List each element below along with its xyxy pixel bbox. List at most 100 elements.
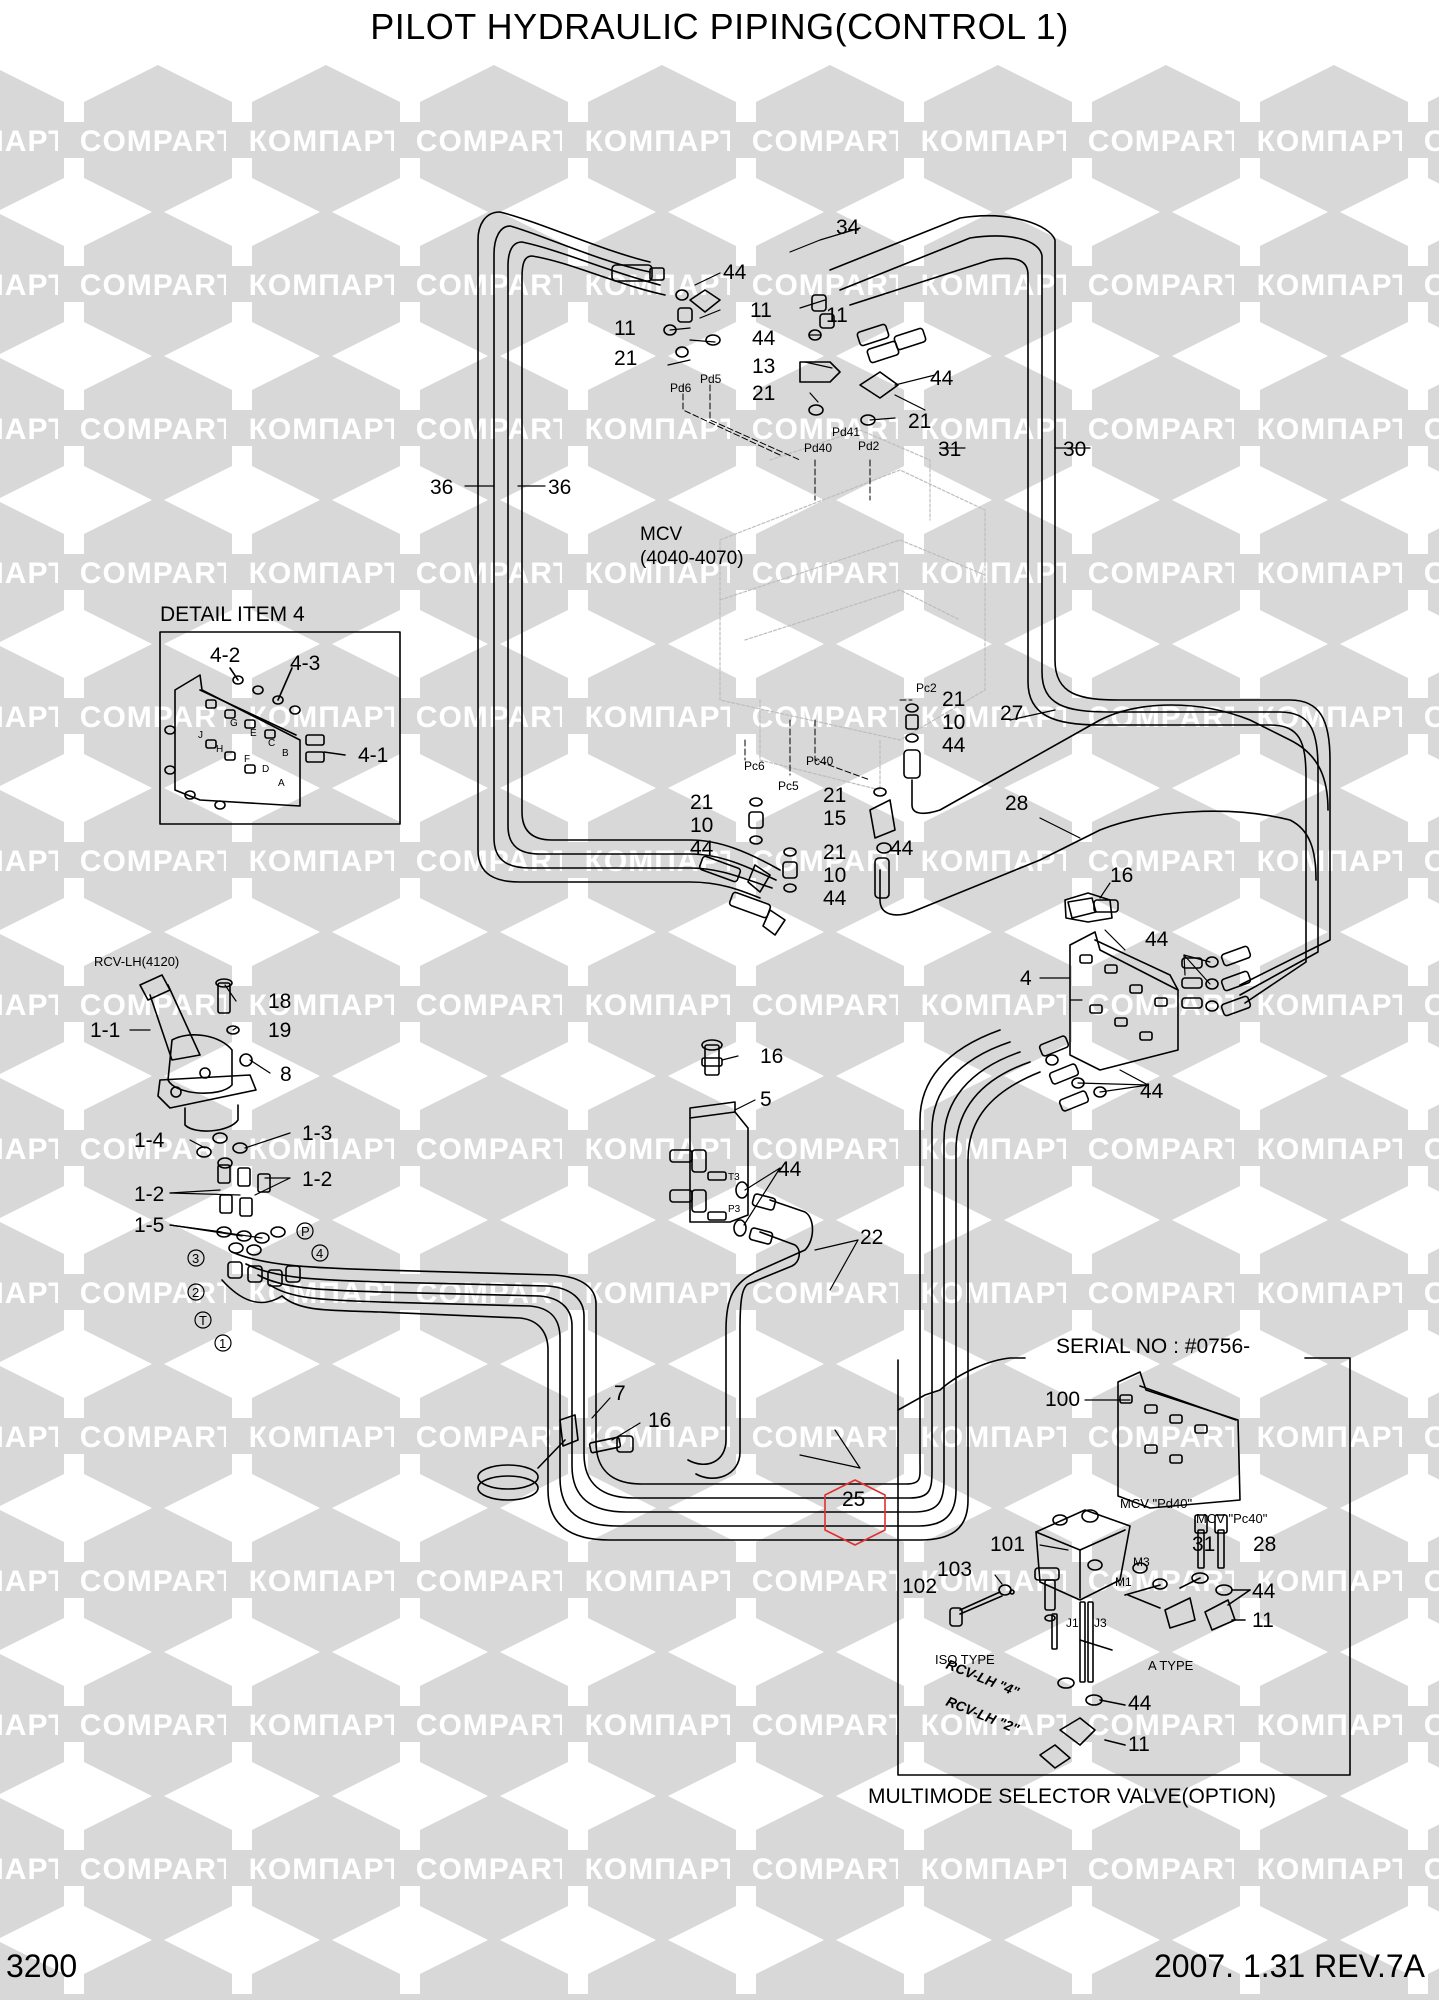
watermark-tile: COMPART xyxy=(58,1793,258,1943)
watermark-text: COMPART xyxy=(80,701,236,734)
watermark-text: COMPART xyxy=(80,1997,236,2000)
watermark-text: КОМПАРТ xyxy=(0,1277,67,1310)
watermark-tile: КОМПАРТ xyxy=(226,641,426,791)
watermark-tile: COMPART xyxy=(58,497,258,647)
rcv-lh-2-label: RCV-LH "2" xyxy=(944,1693,1022,1737)
watermark-tile: COMPART xyxy=(1066,641,1266,791)
valve-letter: C xyxy=(268,738,275,749)
bolt-16-valve4 xyxy=(1064,892,1113,923)
watermark-tile: COMPART xyxy=(58,1505,258,1655)
detail-item-4-box xyxy=(159,631,401,825)
callout-16: 16 xyxy=(1110,864,1133,887)
watermark-text: COMPART xyxy=(1088,1277,1244,1310)
watermark-text: КОМПАРТ xyxy=(921,413,1076,446)
watermark-text: COMPART xyxy=(1424,125,1439,158)
watermark-text: COMPART xyxy=(1424,1565,1439,1598)
valve-4 xyxy=(1038,897,1252,1112)
watermark-text: КОМПАРТ xyxy=(921,557,1076,590)
watermark-tile: КОМПАРТ xyxy=(898,929,1098,1079)
watermark-text: КОМПАРТ xyxy=(249,845,404,878)
callout-11: 11 xyxy=(1128,1733,1150,1756)
watermark-tile: COMPART xyxy=(730,209,930,359)
watermark-tile: COMPART xyxy=(730,1217,930,1367)
callout-10: 10 xyxy=(823,864,846,887)
watermark-tile: КОМПАРТ xyxy=(562,641,762,791)
watermark-tile: COMPART xyxy=(730,1649,930,1799)
watermark-tile: COMPART xyxy=(1066,1361,1266,1511)
watermark-tile: КОМПАРТ xyxy=(0,1505,90,1655)
watermark-tile: COMPART xyxy=(730,785,930,935)
callout-1-3: 1-3 xyxy=(302,1122,332,1145)
watermark-tile: КОМПАРТ xyxy=(562,929,762,1079)
callout-1-5: 1-5 xyxy=(134,1214,164,1237)
watermark-text: КОМПАРТ xyxy=(585,989,740,1022)
top-fittings xyxy=(611,264,927,426)
port-label-pd6: Pd6 xyxy=(670,381,692,395)
callout-11: 11 xyxy=(614,317,636,340)
watermark-text: КОМПАРТ xyxy=(585,845,740,878)
watermark-tile: COMPART xyxy=(730,1505,930,1655)
watermark-tile: COMPART xyxy=(1066,209,1266,359)
watermark-text: COMPART xyxy=(416,1853,572,1886)
callout-4: 4 xyxy=(1020,967,1032,990)
pipe-22 xyxy=(687,1199,814,1479)
watermark-text: COMPART xyxy=(416,1133,572,1166)
port-label-pd41: Pd41 xyxy=(832,425,860,439)
callout-102: 102 xyxy=(902,1575,937,1598)
watermark-tile: COMPART xyxy=(1402,1361,1439,1511)
watermark-text: COMPART xyxy=(752,989,908,1022)
watermark-text: COMPART xyxy=(752,1277,908,1310)
watermark-tile: COMPART xyxy=(394,1073,594,1223)
watermark-tile: КОМПАРТ xyxy=(1234,1073,1434,1223)
watermark-text: COMPART xyxy=(1088,1709,1244,1742)
port-label-j1: J1 xyxy=(1066,1616,1079,1630)
watermark-text: КОМПАРТ xyxy=(921,1133,1076,1166)
watermark-tile: КОМПАРТ xyxy=(898,1073,1098,1223)
callout-31: 31 xyxy=(1192,1533,1215,1556)
callout-44: 44 xyxy=(778,1158,802,1181)
watermark-text: КОМПАРТ xyxy=(1257,989,1412,1022)
watermark-tile: COMPART xyxy=(1066,1073,1266,1223)
watermark-text: COMPART xyxy=(1088,701,1244,734)
callout-1-4: 1-4 xyxy=(134,1129,165,1152)
watermark-text: КОМПАРТ xyxy=(1257,1853,1412,1886)
valve-letter: A xyxy=(278,778,285,789)
callout-27: 27 xyxy=(1000,702,1023,725)
watermark-text: КОМПАРТ xyxy=(249,1421,404,1454)
watermark-tile: COMPART xyxy=(58,1649,258,1799)
mcv-label: MCV xyxy=(640,524,683,545)
watermark-text: КОМПАРТ xyxy=(0,1997,67,2000)
watermark-tile: КОМПАРТ xyxy=(0,641,90,791)
callout-4-2: 4-2 xyxy=(210,644,240,667)
watermark-tile: COMPART xyxy=(1066,353,1266,503)
watermark-text: КОМПАРТ xyxy=(1257,1565,1412,1598)
watermark-tile: КОМПАРТ xyxy=(226,1937,426,2000)
watermark-text: COMPART xyxy=(1424,989,1439,1022)
watermark-text: КОМПАРТ xyxy=(0,1709,67,1742)
watermark-tile: COMPART xyxy=(1066,65,1266,215)
watermark-tile: КОМПАРТ xyxy=(226,1505,426,1655)
watermark-tile: КОМПАРТ xyxy=(226,1361,426,1511)
callout-1-1: 1-1 xyxy=(90,1019,120,1042)
watermark-text: COMPART xyxy=(80,1277,236,1310)
callout-44: 44 xyxy=(690,837,714,860)
watermark-text: COMPART xyxy=(752,1565,908,1598)
watermark-text: КОМПАРТ xyxy=(585,1997,740,2000)
watermark-tile: КОМПАРТ xyxy=(0,1937,90,2000)
watermark-text: КОМПАРТ xyxy=(1257,845,1412,878)
port-3: 3 xyxy=(192,1251,199,1266)
watermark-text: КОМПАРТ xyxy=(585,1565,740,1598)
callout-30: 30 xyxy=(1063,438,1086,461)
watermark-text: КОМПАРТ xyxy=(585,1709,740,1742)
watermark-text: COMPART xyxy=(752,701,908,734)
watermark-text: COMPART xyxy=(80,413,236,446)
watermark-text: COMPART xyxy=(416,845,572,878)
watermark-tile: COMPART xyxy=(730,65,930,215)
watermark-tile: КОМПАРТ xyxy=(562,65,762,215)
watermark-text: КОМПАРТ xyxy=(0,269,67,302)
watermark-text: КОМПАРТ xyxy=(249,701,404,734)
watermark-text: COMPART xyxy=(1424,701,1439,734)
watermark-text: КОМПАРТ xyxy=(1257,269,1412,302)
watermark-text: КОМПАРТ xyxy=(0,1133,67,1166)
